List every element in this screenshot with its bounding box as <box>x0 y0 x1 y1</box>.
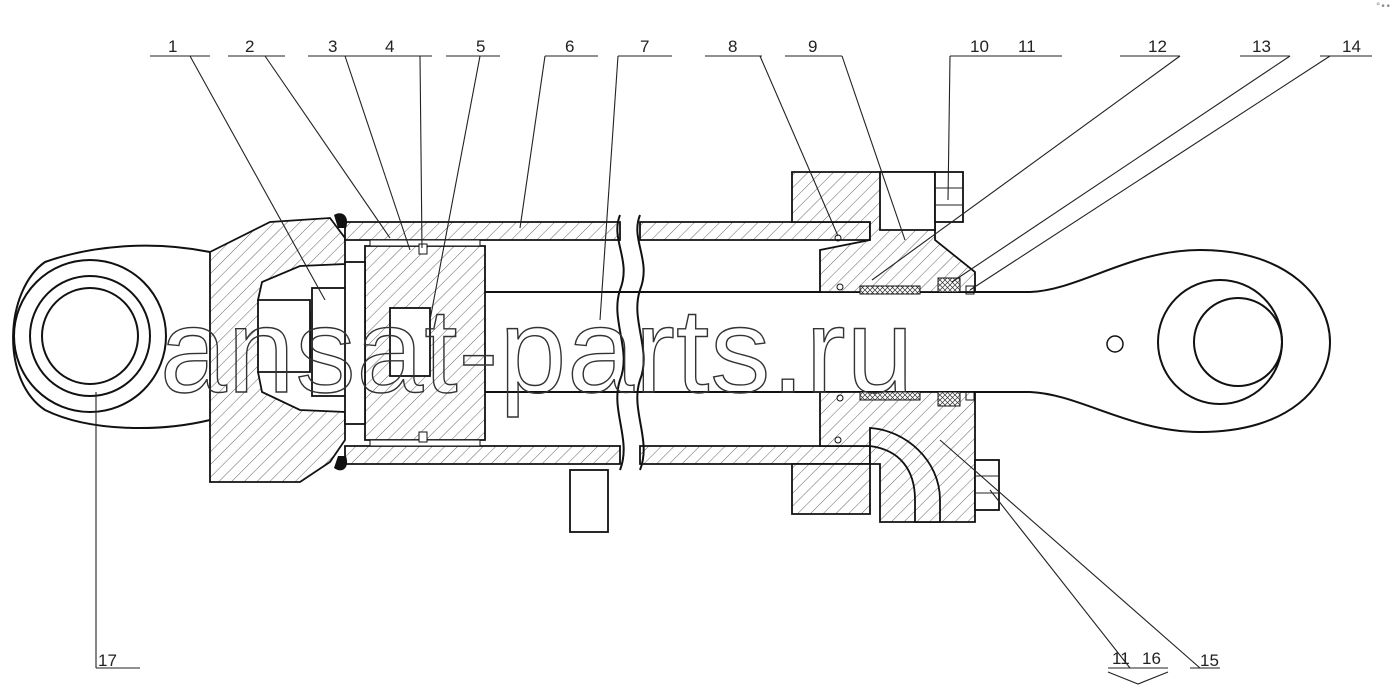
watermark: ansat-parts.ru <box>160 284 914 418</box>
corner-mark: °•• <box>1375 2 1391 12</box>
bolt-bottom <box>974 459 1000 511</box>
left-eye-mount <box>12 244 211 430</box>
callout-11: 11 <box>1018 37 1036 56</box>
callout-14: 14 <box>1342 37 1361 56</box>
callout-8: 8 <box>728 37 737 56</box>
callout-16: 16 <box>1142 649 1161 668</box>
callout-11-bottom: 11 <box>1112 649 1130 668</box>
right-eye-rod-end <box>1029 248 1332 434</box>
callout-4: 4 <box>385 37 394 56</box>
callout-15: 15 <box>1200 651 1219 670</box>
callout-2: 2 <box>245 37 254 56</box>
barrel-top <box>344 221 621 241</box>
barrel-bottom <box>344 445 621 465</box>
callout-10: 10 <box>970 37 989 56</box>
callout-3: 3 <box>328 37 337 56</box>
callout-17: 17 <box>98 651 117 670</box>
callout-6: 6 <box>565 37 574 56</box>
callout-13: 13 <box>1252 37 1271 56</box>
callout-7: 7 <box>640 37 649 56</box>
bolt-top <box>934 171 964 223</box>
leader-lines <box>95 55 1372 685</box>
callout-labels: 1 2 3 4 5 6 7 8 9 10 11 12 13 14 17 11 1… <box>98 37 1361 670</box>
callout-5: 5 <box>476 37 485 56</box>
callout-9: 9 <box>808 37 817 56</box>
callout-1: 1 <box>168 37 177 56</box>
callout-12: 12 <box>1148 37 1167 56</box>
